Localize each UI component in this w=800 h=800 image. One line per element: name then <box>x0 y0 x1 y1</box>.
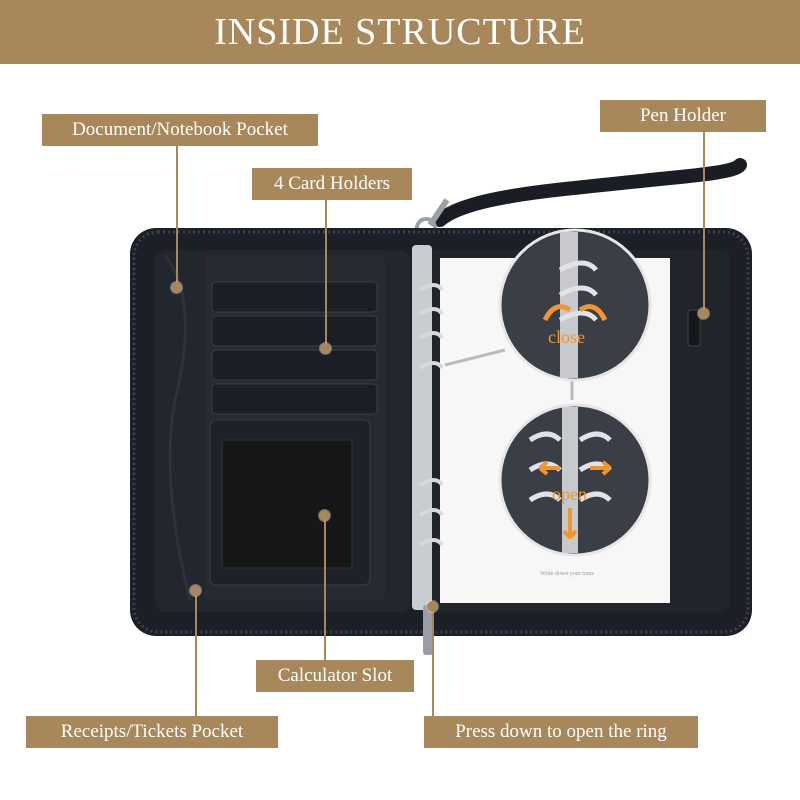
dot-card-holders <box>320 343 331 354</box>
open-arrow-right <box>590 460 612 476</box>
dot-receipts-pocket <box>190 585 201 596</box>
paper-caption: Write down your tours <box>540 571 595 577</box>
press-arrow-down <box>562 508 578 540</box>
card-slot-1 <box>211 281 378 313</box>
leader-card-holders <box>325 200 327 350</box>
card-slot-2 <box>211 315 378 347</box>
pen-loop <box>687 309 701 347</box>
open-text: open <box>552 484 587 504</box>
dot-document-pocket <box>171 282 182 293</box>
close-arrow-right <box>578 304 608 322</box>
page-title: INSIDE STRUCTURE <box>214 11 586 53</box>
label-card-holders-text: 4 Card Holders <box>273 173 391 194</box>
zoom-connector <box>444 348 506 367</box>
leader-pen-holder <box>703 132 705 312</box>
open-rail <box>562 407 578 553</box>
leader-receipts-pocket <box>195 590 197 716</box>
close-arrow-left <box>542 304 572 322</box>
dot-calculator-slot <box>319 510 330 521</box>
label-document-pocket: Document/Notebook Pocket <box>42 114 318 146</box>
open-arrow-left <box>538 460 560 476</box>
binder-rail <box>412 245 432 610</box>
label-document-pocket-text: Document/Notebook Pocket <box>72 119 288 140</box>
zipper-pull <box>423 605 433 655</box>
label-receipts-pocket: Receipts/Tickets Pocket <box>26 716 278 748</box>
close-text: close <box>548 327 585 347</box>
wrist-strap <box>433 158 747 227</box>
label-calculator-slot-text: Calculator Slot <box>277 665 393 686</box>
binder-rings <box>418 283 444 547</box>
card-slot-4 <box>211 383 378 415</box>
leader-calculator-slot <box>324 515 326 660</box>
label-press-ring: Press down to open the ring <box>424 716 698 748</box>
zipper <box>132 230 750 634</box>
label-receipts-pocket-text: Receipts/Tickets Pocket <box>60 721 244 742</box>
card-slot-3 <box>211 349 378 381</box>
calculator-window <box>221 439 353 569</box>
leader-document-pocket <box>176 146 178 286</box>
label-pen-holder: Pen Holder <box>600 100 766 132</box>
label-pen-holder-text: Pen Holder <box>639 105 726 126</box>
label-press-ring-text: Press down to open the ring <box>455 721 667 742</box>
label-calculator-slot: Calculator Slot <box>256 660 414 692</box>
dot-pen-holder <box>698 308 709 319</box>
title-banner: INSIDE STRUCTURE <box>0 0 800 64</box>
doc-pocket-edge <box>163 254 192 601</box>
leader-press-ring <box>432 610 434 716</box>
label-card-holders: 4 Card Holders <box>252 168 412 200</box>
dot-press-ring <box>427 601 438 612</box>
